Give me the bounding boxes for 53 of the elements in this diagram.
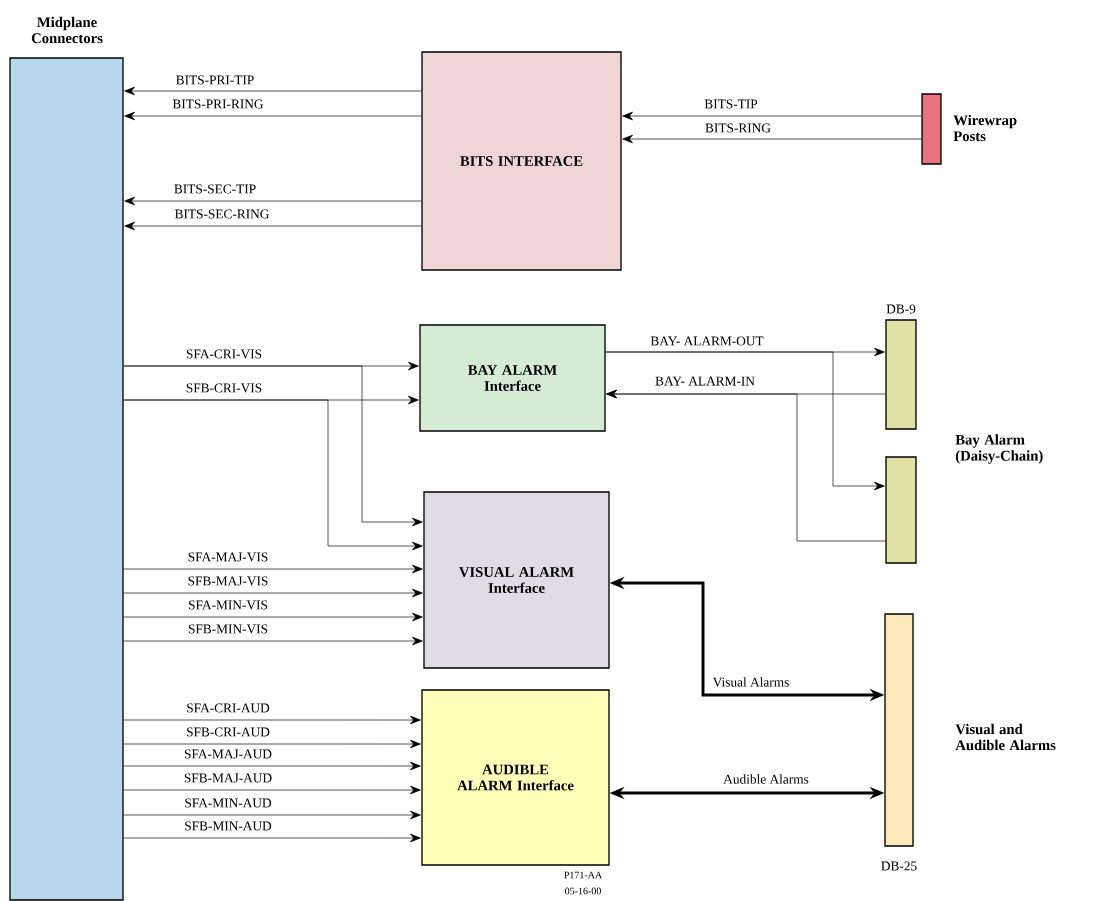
arrow: [123, 612, 423, 622]
edge-label: BAY- ALARM-OUT: [649, 335, 765, 347]
group-label: Bay Alarm (Daisy-Chain): [955, 434, 1043, 464]
edge-label: SFB-MAJ-VIS: [186, 575, 270, 587]
heading: Midplane Connectors: [31, 16, 103, 44]
heading: Wirewrap Posts: [953, 114, 1017, 142]
interface-box: BAY ALARM Interface: [419, 324, 606, 432]
connector-label: DB-25: [881, 861, 917, 871]
arrow: [124, 221, 422, 231]
edge-label: SFB-CRI-AUD: [184, 726, 272, 738]
arrow: [124, 196, 422, 206]
interface-box: AUDIBLE ALARM Interface: [421, 689, 610, 866]
edge-label: SFA-MIN-VIS: [186, 599, 270, 611]
edge-label: BITS-PRI-TIP: [174, 74, 256, 86]
edge-label: BITS-TIP: [703, 98, 759, 110]
edge-label: SFB-CRI-VIS: [184, 382, 264, 394]
edge-label: BITS-PRI-RING: [171, 98, 265, 110]
edge-label: SFA-MAJ-AUD: [182, 748, 274, 760]
arrow: [622, 111, 922, 121]
arrow: [123, 785, 421, 795]
arrow: [123, 365, 423, 527]
edge-label: Audible Alarms: [721, 773, 811, 786]
arrow: [605, 351, 885, 491]
edge-label: SFB-MAJ-AUD: [182, 772, 274, 784]
arrow: [123, 715, 421, 725]
arrow: [622, 134, 922, 144]
arrow: [123, 564, 423, 574]
edge-label: SFB-MIN-AUD: [182, 820, 274, 832]
edge-label: BITS-SEC-RING: [173, 208, 271, 220]
edge-label: BAY- ALARM-IN: [653, 375, 757, 387]
arrow: [123, 833, 421, 843]
edge-label: SFA-MIN-AUD: [183, 797, 273, 809]
interface-box: VISUAL ALARM Interface: [423, 491, 610, 669]
edge-label: BITS-SEC-TIP: [172, 183, 258, 195]
edge-label: SFA-MAJ-VIS: [186, 551, 270, 563]
arrow: [606, 389, 886, 542]
arrow: [123, 588, 423, 598]
edge-label: SFA-CRI-VIS: [184, 348, 264, 360]
arrow: [124, 111, 422, 121]
arrow: [123, 761, 421, 771]
edge-label: SFB-MIN-VIS: [186, 623, 270, 635]
arrow: [123, 739, 421, 749]
interface-box: BITS INTERFACE: [421, 51, 622, 271]
edge-label: Visual Alarms: [711, 675, 791, 689]
arrow: [123, 399, 423, 551]
edge-label: BITS-RING: [703, 122, 773, 134]
heading: Visual and Audible Alarms: [955, 723, 1056, 751]
arrow: [123, 636, 423, 646]
edge-label: SFA-CRI-AUD: [184, 702, 272, 714]
arrow: [123, 810, 421, 820]
arrow: [124, 86, 422, 96]
connector-label: DB-9: [886, 304, 916, 314]
connector-block: [885, 456, 917, 564]
